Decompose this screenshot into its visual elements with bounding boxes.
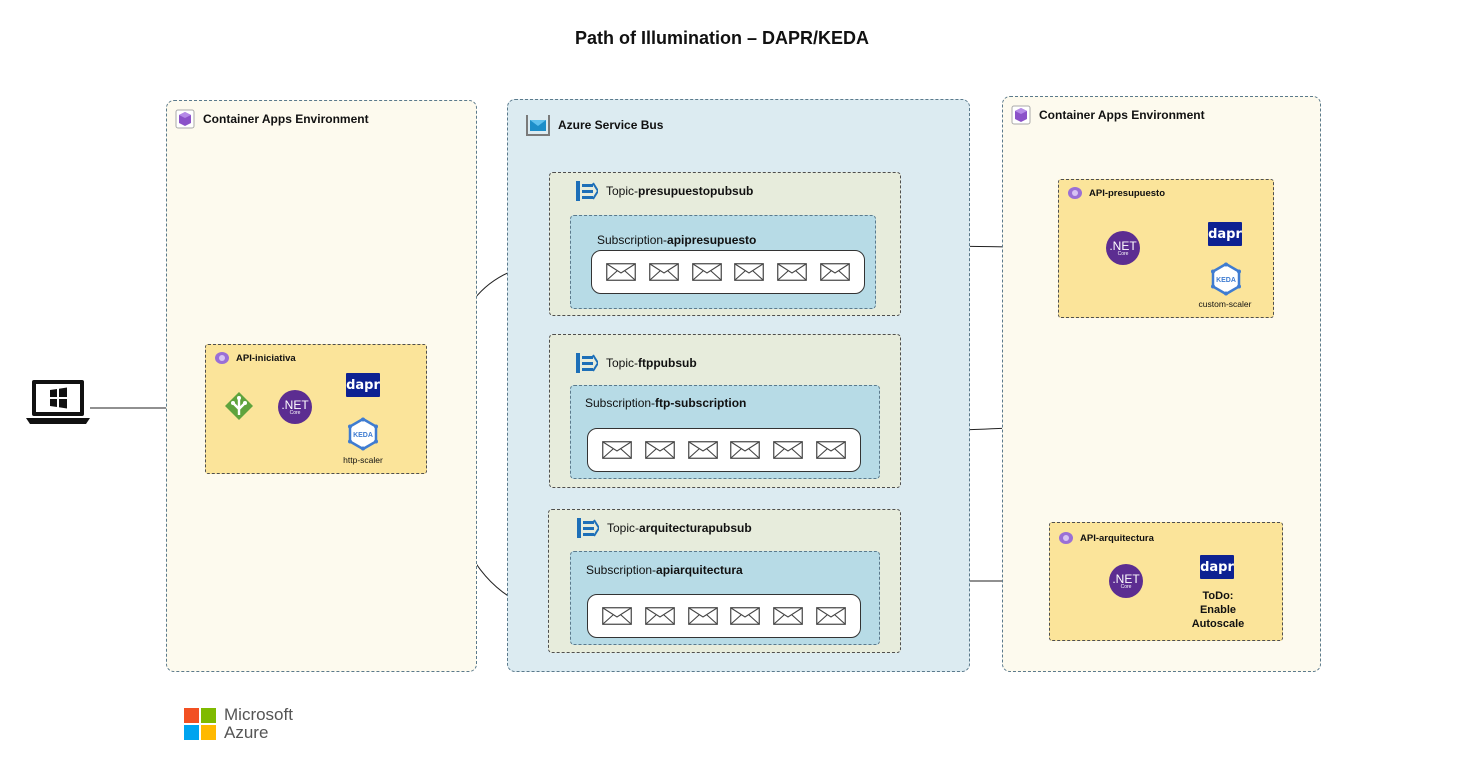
api-presupuesto-app: API-presupuesto .NET Core dapr KEDA cust… xyxy=(1058,179,1274,318)
api-label: API-arquitectura xyxy=(1080,532,1154,544)
topic-name: ftppubsub xyxy=(638,356,697,370)
service-bus-icon xyxy=(526,115,550,136)
envelope-icon xyxy=(819,263,850,281)
subscription-name: apipresupuesto xyxy=(667,233,757,247)
dapr-icon: dapr xyxy=(346,373,380,397)
container-apps-environment-icon xyxy=(1011,105,1031,125)
envelope-icon xyxy=(734,263,765,281)
envelope-icon xyxy=(691,263,722,281)
topic-arquitecturapubsub: Topic-arquitecturapubsub Subscription-ap… xyxy=(548,509,901,653)
envelope-icon xyxy=(730,441,761,459)
dapr-icon: dapr xyxy=(1200,555,1234,579)
microsoft-azure-logo: Microsoft Azure xyxy=(184,706,293,742)
envelope-icon xyxy=(649,263,679,281)
dotnet-core-icon: .NET Core xyxy=(278,390,312,424)
message-queue xyxy=(587,428,861,472)
environment-label: Container Apps Environment xyxy=(203,112,369,126)
subscription-apipresupuesto: Subscription-apipresupuesto xyxy=(570,215,876,309)
topic-icon xyxy=(576,353,598,373)
todo-note: ToDo: Enable Autoscale xyxy=(1191,590,1245,630)
envelope-icon xyxy=(777,263,807,281)
container-apps-environment-right: Container Apps Environment API-presupues… xyxy=(1002,96,1321,672)
envelope-icon xyxy=(773,607,803,625)
topic-icon xyxy=(576,181,598,201)
container-apps-environment-icon xyxy=(175,109,195,129)
keda-icon: KEDA xyxy=(1209,262,1243,301)
envelope-icon xyxy=(606,263,637,281)
dotnet-core-icon: .NET Core xyxy=(1106,231,1140,265)
container-app-icon xyxy=(1059,532,1073,544)
topic-name: presupuestopubsub xyxy=(638,184,754,198)
dotnet-core-icon: .NET Core xyxy=(1109,564,1143,598)
envelope-icon xyxy=(687,607,718,625)
message-queue xyxy=(591,250,865,294)
scaler-label: custom-scaler xyxy=(1198,299,1252,309)
api-gateway-icon xyxy=(225,392,253,420)
envelope-icon xyxy=(602,607,633,625)
envelope-icon xyxy=(773,441,803,459)
topic-presupuestopubsub: Topic-presupuestopubsub Subscription-api… xyxy=(549,172,901,316)
subscription-name: ftp-subscription xyxy=(655,396,747,410)
scaler-label: http-scaler xyxy=(343,455,383,465)
envelope-icon xyxy=(687,441,718,459)
svg-text:KEDA: KEDA xyxy=(353,432,373,439)
microsoft-logo-icon xyxy=(184,708,216,740)
service-bus-label: Azure Service Bus xyxy=(558,118,664,132)
keda-icon: KEDA xyxy=(346,417,380,456)
api-label: API-presupuesto xyxy=(1089,187,1166,199)
brand-line1: Microsoft xyxy=(224,705,293,724)
envelope-icon xyxy=(730,607,761,625)
dapr-icon: dapr xyxy=(1208,222,1242,246)
diagram-title: Path of Illumination – DAPR/KEDA xyxy=(574,28,869,48)
envelope-icon xyxy=(645,441,675,459)
topic-name: arquitecturapubsub xyxy=(639,521,752,535)
api-arquitectura-app: API-arquitectura .NET Core dapr ToDo: En… xyxy=(1049,522,1283,641)
envelope-icon xyxy=(815,607,846,625)
subscription-ftp-subscription: Subscription-ftp-subscription xyxy=(570,385,880,479)
subscription-name: apiarquitectura xyxy=(656,563,743,577)
topic-ftppubsub: Topic-ftppubsub Subscription-ftp-subscri… xyxy=(549,334,901,488)
envelope-icon xyxy=(645,607,675,625)
api-label: API-iniciativa xyxy=(236,352,296,364)
topic-icon xyxy=(577,518,599,538)
envelope-icon xyxy=(815,441,846,459)
api-iniciativa-app: API-iniciativa .NET Core dapr KEDA http-… xyxy=(205,344,427,474)
brand-line2: Azure xyxy=(224,723,269,742)
envelope-icon xyxy=(602,441,633,459)
laptop-windows-icon xyxy=(26,380,90,431)
environment-label: Container Apps Environment xyxy=(1039,108,1205,122)
container-app-icon xyxy=(215,352,229,364)
container-app-icon xyxy=(1068,187,1082,199)
message-queue xyxy=(587,594,861,638)
svg-text:KEDA: KEDA xyxy=(1216,277,1236,284)
subscription-apiarquitectura: Subscription-apiarquitectura xyxy=(570,551,880,645)
container-apps-environment-left: Container Apps Environment API-iniciativ… xyxy=(166,100,477,672)
